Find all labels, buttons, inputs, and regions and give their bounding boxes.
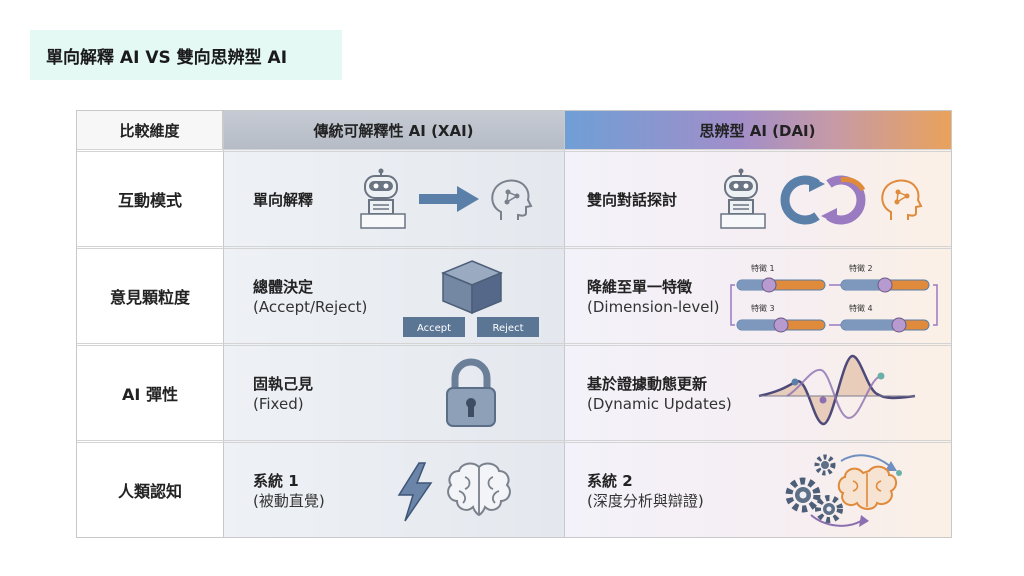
table-row: 人類認知 系統 1 (被動直覺) 系統 2 (深度分析與辯證) — [77, 440, 951, 537]
dai-cell-subtitle: (Dynamic Updates) — [587, 395, 732, 413]
page-title: 單向解釋 AI VS 雙向思辨型 AI — [30, 30, 342, 80]
dai-cell: 雙向對話探討 — [587, 190, 677, 210]
xai-cell: 總體決定 (Accept/Reject) — [253, 277, 367, 317]
dai-cell-title: 雙向對話探討 — [587, 191, 678, 209]
dimension-label: 人類認知 — [117, 482, 182, 501]
lock-icon — [443, 358, 499, 434]
feature-2-label: 特徵 2 — [849, 263, 873, 273]
feature-4-label: 特徵 4 — [849, 303, 873, 313]
feature-sliders-icon: 特徵 1 特徵 2 特徵 3 特徵 4 — [730, 263, 938, 333]
gears-brain-icon — [785, 454, 902, 527]
table-row: AI 彈性 固執己見 (Fixed) 基於證據動態更新 (Dynamic Upd… — [77, 343, 951, 440]
decision-buttons: Accept Reject — [403, 317, 539, 337]
xai-cell-title: 單向解釋 — [253, 191, 314, 209]
dimension-label: 互動模式 — [117, 191, 182, 210]
dai-cell-subtitle: (深度分析與辯證) — [587, 492, 704, 510]
head-network-icon — [877, 178, 923, 226]
dai-cell-title: 降維至單一特徵 — [587, 278, 693, 296]
column-divider — [223, 111, 224, 537]
comparison-table: 比較維度 傳統可解釋性 AI (XAI) 思辨型 AI (DAI) 互動模式 單… — [76, 110, 952, 538]
column-divider — [564, 111, 565, 537]
header-xai: 傳統可解釋性 AI (XAI) — [223, 111, 564, 149]
header-dai: 思辨型 AI (DAI) — [564, 111, 951, 149]
dai-cell-title: 系統 2 — [587, 472, 633, 490]
feature-1-label: 特徵 1 — [751, 263, 775, 273]
xai-cell-subtitle: (Accept/Reject) — [253, 298, 368, 316]
xai-cell-subtitle: (Fixed) — [253, 395, 304, 413]
xai-cell: 系統 1 (被動直覺) — [253, 471, 325, 511]
cube-icon — [439, 259, 505, 319]
dynamic-wave-icon — [758, 354, 916, 426]
xai-cell-subtitle: (被動直覺) — [253, 492, 325, 510]
xai-cell-title: 固執己見 — [253, 375, 314, 393]
xai-cell: 單向解釋 — [253, 190, 313, 210]
robot-icon — [357, 168, 411, 236]
dai-cell: 降維至單一特徵 (Dimension-level) — [587, 277, 720, 317]
brain-icon — [445, 459, 513, 523]
dai-cell: 系統 2 (深度分析與辯證) — [587, 471, 704, 511]
dai-cell-subtitle: (Dimension-level) — [587, 298, 720, 316]
header-dimension: 比較維度 — [77, 111, 223, 149]
table-row: 意見顆粒度 總體決定 (Accept/Reject) Accept Reject… — [77, 246, 951, 343]
xai-cell: 固執己見 (Fixed) — [253, 374, 313, 414]
arrow-right-icon — [419, 184, 481, 218]
robot-icon — [717, 168, 771, 236]
dai-cell: 基於證據動態更新 (Dynamic Updates) — [587, 374, 732, 414]
accept-button: Accept — [417, 323, 451, 334]
lightning-icon — [395, 461, 435, 527]
xai-cell-title: 系統 1 — [253, 472, 299, 490]
reject-button: Reject — [492, 323, 523, 334]
table-row: 互動模式 單向解釋 — [77, 149, 951, 246]
head-network-icon — [487, 178, 533, 226]
dimension-label: AI 彈性 — [122, 385, 178, 404]
feature-3-label: 特徵 3 — [751, 303, 775, 313]
dimension-label: 意見顆粒度 — [109, 288, 190, 307]
xai-cell-title: 總體決定 — [253, 278, 314, 296]
bidirectional-cycle-icon — [771, 172, 875, 232]
dai-cell-title: 基於證據動態更新 — [587, 375, 708, 393]
